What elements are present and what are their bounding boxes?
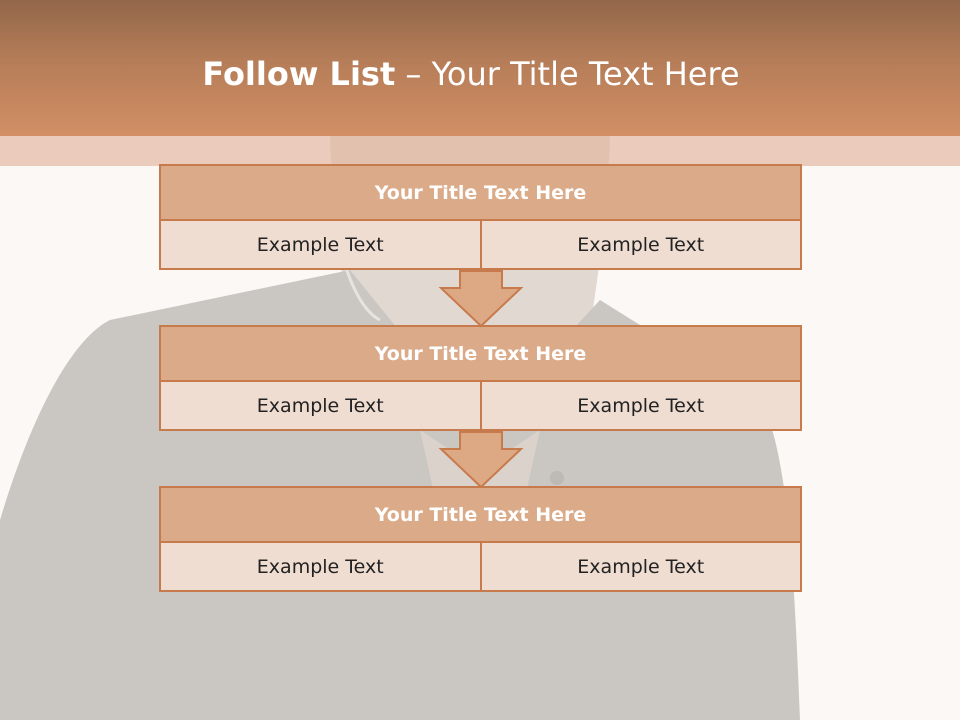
slide-title: Follow List – Your Title Text Here [0,52,942,96]
shirt-button [550,471,564,485]
down-arrow-1 [438,270,524,328]
block-row: Example Text Example Text [159,543,802,592]
block-title: Your Title Text Here [159,164,802,221]
slide-header: Follow List – Your Title Text Here [0,0,960,136]
necklace-shape [343,264,381,322]
slide-title-rest: Your Title Text Here [431,55,740,93]
block-title: Your Title Text Here [159,486,802,543]
block-cell-left: Example Text [159,221,482,270]
block-row: Example Text Example Text [159,221,802,270]
block-title: Your Title Text Here [159,325,802,382]
list-block-3: Your Title Text Here Example Text Exampl… [159,486,802,592]
list-block-1: Your Title Text Here Example Text Exampl… [159,164,802,270]
block-cell-left: Example Text [159,382,482,431]
block-cell-left: Example Text [159,543,482,592]
block-cell-right: Example Text [481,382,802,431]
block-row: Example Text Example Text [159,382,802,431]
slide-title-separator: – [395,55,432,93]
block-cell-right: Example Text [481,221,802,270]
down-arrow-2 [438,431,524,489]
block-cell-right: Example Text [481,543,802,592]
header-strip [0,136,960,166]
list-block-2: Your Title Text Here Example Text Exampl… [159,325,802,431]
slide-title-bold: Follow List [202,55,396,93]
